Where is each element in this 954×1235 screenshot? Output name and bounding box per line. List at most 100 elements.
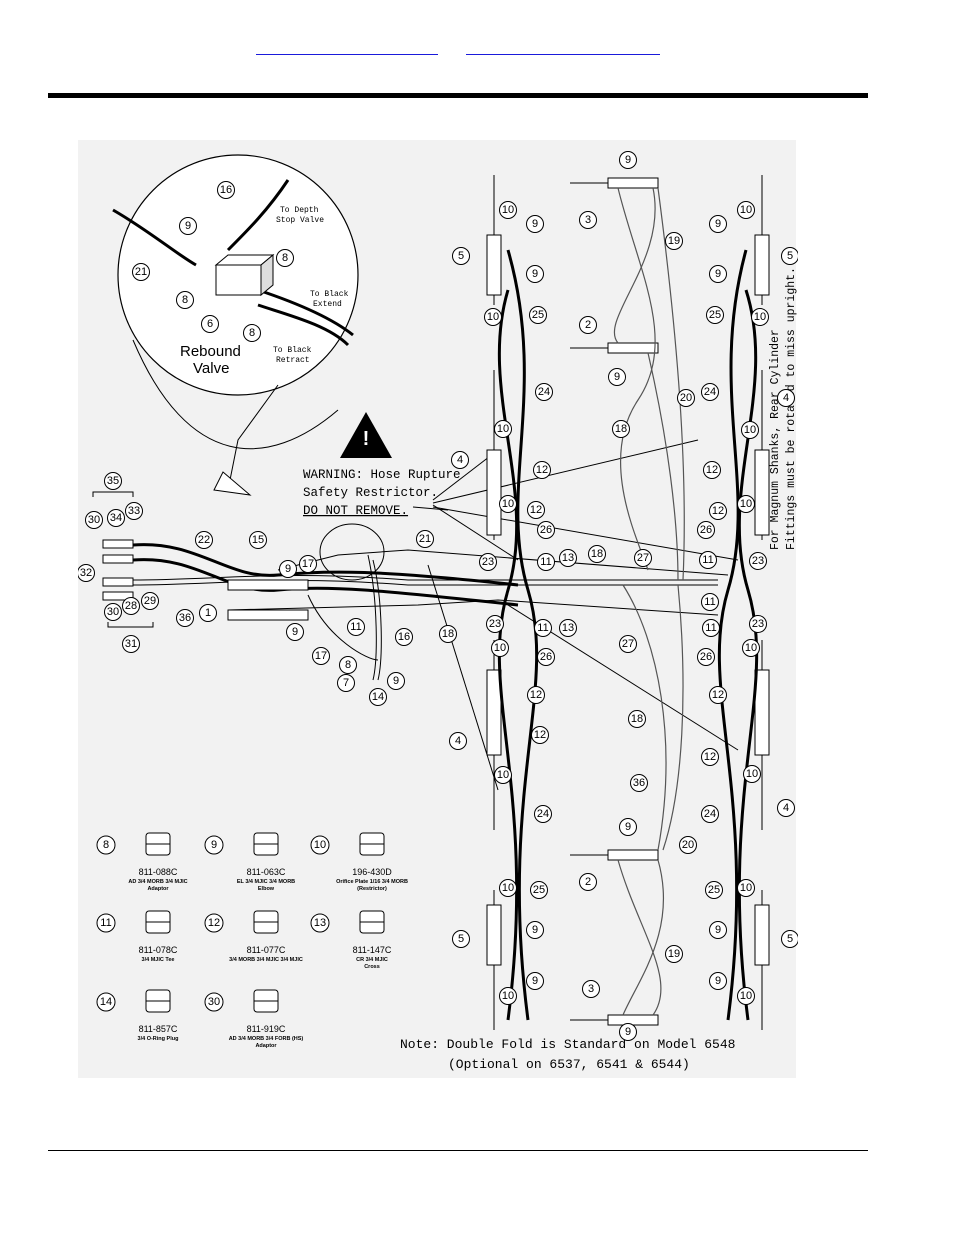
callout-27: 27 [619, 635, 637, 653]
callout-label: 9 [285, 563, 291, 575]
callout-10: 10 [741, 421, 759, 439]
callout-23: 23 [486, 615, 504, 633]
part-desc-2: Cross [364, 964, 380, 970]
callout-label: 25 [532, 309, 544, 321]
callout-16: 16 [395, 628, 413, 646]
callout-13: 13 [559, 549, 577, 567]
callout-12: 12 [709, 686, 727, 704]
callout-label: 21 [419, 533, 431, 545]
callout-label: 9 [625, 821, 631, 833]
callout-8: 8 [276, 249, 294, 267]
callout-label: 26 [700, 524, 712, 536]
header-link-left[interactable] [256, 40, 438, 55]
callout-9: 9 [286, 623, 304, 641]
callout-10: 10 [499, 879, 517, 897]
part-callout-30: 30 [208, 996, 220, 1008]
callout-label: 24 [704, 386, 716, 398]
side-note-line-1: For Magnum Shanks, Rear Cylinder [769, 329, 782, 550]
part-number: 811-088C [139, 867, 178, 877]
callout-label: 12 [706, 464, 718, 476]
part-callout-8: 8 [103, 839, 109, 851]
header-link-right[interactable] [466, 40, 660, 55]
coupler-group [92, 491, 309, 628]
callout-label: 26 [540, 651, 552, 663]
callout-5: 5 [781, 930, 798, 948]
callout-label: 11 [705, 622, 716, 634]
warning-line-1: WARNING: Hose Rupture [303, 468, 461, 482]
callout-29: 29 [141, 592, 159, 610]
callout-label: 18 [615, 423, 627, 435]
part-number: 811-078C [139, 945, 178, 955]
callout-label: 18 [442, 628, 454, 640]
callout-12: 12 [703, 461, 721, 479]
callout-24: 24 [701, 805, 719, 823]
to-black-extend-2: Extend [313, 300, 342, 309]
part-desc: 3/4 MJIC Tee [142, 957, 175, 963]
callout-label: 11 [540, 556, 551, 568]
callout-5: 5 [452, 930, 470, 948]
part-desc-2: Adaptor [255, 1043, 277, 1049]
callout-16: 16 [217, 181, 235, 199]
callout-30: 30 [104, 603, 122, 621]
callout-label: 18 [591, 548, 603, 560]
callout-label: 23 [489, 618, 501, 630]
callout-23: 23 [749, 615, 767, 633]
callout-10: 10 [484, 308, 502, 326]
callout-17: 17 [299, 555, 317, 573]
callout-9: 9 [619, 151, 637, 169]
callout-15: 15 [249, 531, 267, 549]
callout-8: 8 [176, 291, 194, 309]
callout-35: 35 [104, 472, 122, 490]
callout-label: 10 [502, 990, 514, 1002]
callout-31: 31 [122, 635, 140, 653]
callout-label: 10 [745, 642, 757, 654]
callout-label: 10 [494, 642, 506, 654]
part-number: 811-063C [247, 867, 286, 877]
left-cylinders [486, 175, 539, 1030]
callout-label: 13 [562, 552, 574, 564]
callout-label: 9 [532, 268, 538, 280]
callout-label: 10 [744, 424, 756, 436]
callout-9: 9 [526, 265, 544, 283]
callout-26: 26 [697, 521, 715, 539]
callout-label: 3 [588, 983, 594, 995]
callout-label: 7 [343, 677, 349, 689]
callout-20: 20 [677, 389, 695, 407]
callout-label: 30 [88, 514, 100, 526]
part-callout-14: 14 [100, 996, 112, 1008]
part-number: 811-147C [353, 945, 392, 955]
callout-label: 12 [530, 689, 542, 701]
callout-10: 10 [491, 639, 509, 657]
callout-9: 9 [619, 1023, 637, 1041]
callout-10: 10 [742, 639, 760, 657]
callout-label: 23 [752, 555, 764, 567]
callout-9: 9 [608, 368, 626, 386]
callout-label: 28 [125, 600, 137, 612]
part-desc: Orifice Plate 1/16 3/4 MORB [336, 879, 408, 885]
to-depth-1: To Depth [280, 206, 319, 215]
callout-label: 29 [144, 595, 156, 607]
callout-label: 12 [530, 504, 542, 516]
callout-label: 9 [292, 626, 298, 638]
callout-label: 15 [252, 534, 264, 546]
callout-26: 26 [537, 648, 555, 666]
callout-label: 10 [497, 769, 509, 781]
bottom-note-line-1: Note: Double Fold is Standard on Model 6… [400, 1037, 735, 1052]
callout-25: 25 [706, 306, 724, 324]
callout-9: 9 [709, 921, 727, 939]
callout-1: 1 [199, 604, 217, 622]
callout-30: 30 [85, 511, 103, 529]
callout-9: 9 [526, 921, 544, 939]
callout-24: 24 [701, 383, 719, 401]
callout-19: 19 [665, 232, 683, 250]
callout-36: 36 [176, 609, 194, 627]
callout-label: 10 [740, 498, 752, 510]
detail-title-1: Rebound [180, 343, 241, 360]
callout-label: 16 [220, 184, 232, 196]
callout-label: 23 [752, 618, 764, 630]
